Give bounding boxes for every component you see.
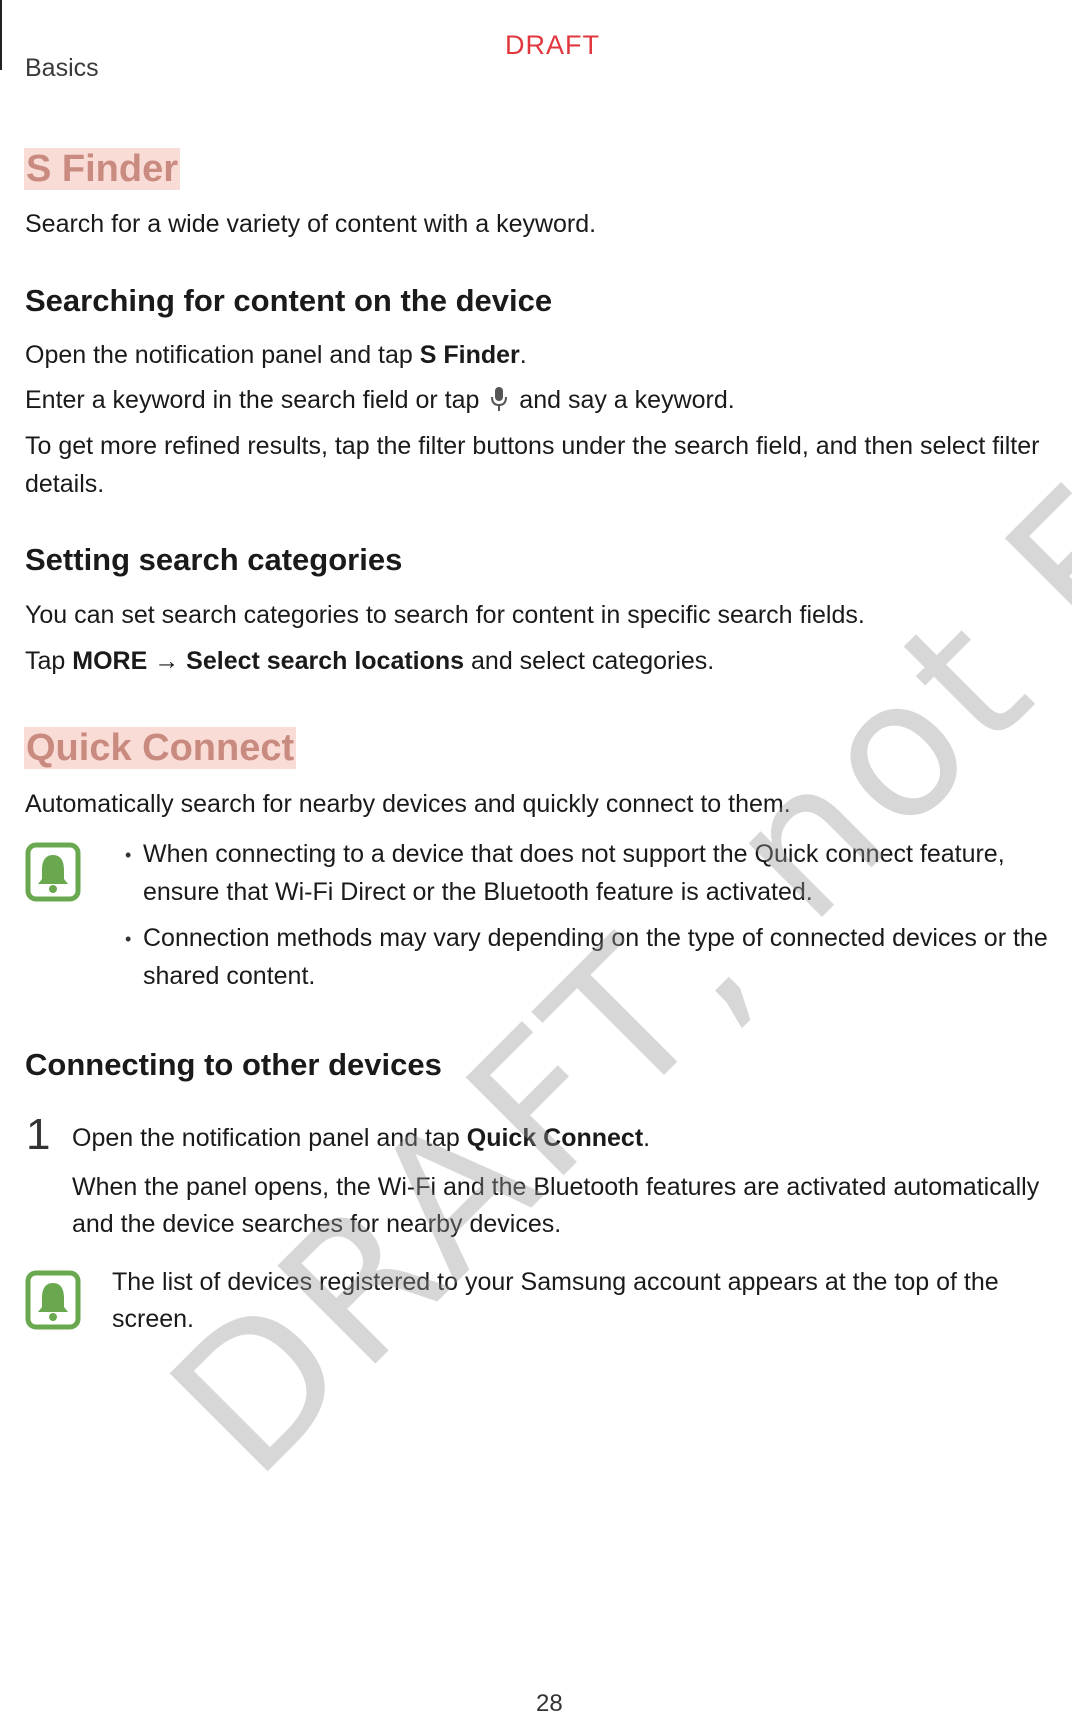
bell-note-icon (25, 1270, 81, 1330)
step-text: Open the notification panel and tap Quic… (72, 1124, 651, 1152)
note2-line-a: The list of devices registered to your S… (112, 1268, 999, 1296)
categories-heading: Setting search categories (25, 542, 403, 577)
bullet-dot: • (125, 929, 132, 949)
searching-line3b: details. (25, 470, 105, 498)
categories-line1: You can set search categories to search … (25, 601, 865, 629)
connecting-heading: Connecting to other devices (25, 1047, 442, 1082)
quick-connect-title: Quick Connect (24, 727, 297, 769)
bullet-dot: • (125, 845, 132, 865)
searching-heading: Searching for content on the device (25, 283, 553, 318)
page-number: 28 (536, 1690, 563, 1717)
step-detail-b: and the device searches for nearby devic… (72, 1210, 562, 1238)
searching-line2: Enter a keyword in the search field or t… (25, 382, 735, 423)
note2-line-b: screen. (112, 1305, 194, 1333)
header-rule (0, 0, 2, 70)
step-number: 1 (26, 1110, 51, 1159)
searching-line1: Open the notification panel and tap S Fi… (25, 341, 527, 369)
searching-line3: To get more refined results, tap the fil… (25, 432, 1040, 460)
microphone-icon (490, 386, 508, 423)
note1-bullet2-b: shared content. (143, 962, 316, 990)
categories-line2: Tap MORE → Select search locations and s… (25, 647, 715, 675)
sfinder-title: S Finder (24, 148, 181, 190)
section-label: Basics (25, 54, 99, 82)
step-detail-a: When the panel opens, the Wi-Fi and the … (72, 1173, 1040, 1201)
bell-note-icon (25, 842, 81, 902)
note1-bullet1-a: When connecting to a device that does no… (143, 840, 1005, 868)
sfinder-intro: Search for a wide variety of content wit… (25, 210, 597, 238)
draft-label: DRAFT (505, 30, 600, 60)
note1-bullet1-b: ensure that Wi-Fi Direct or the Bluetoot… (143, 878, 813, 906)
note1-bullet2-a: Connection methods may vary depending on… (143, 924, 1048, 952)
quick-connect-intro: Automatically search for nearby devices … (25, 790, 791, 818)
